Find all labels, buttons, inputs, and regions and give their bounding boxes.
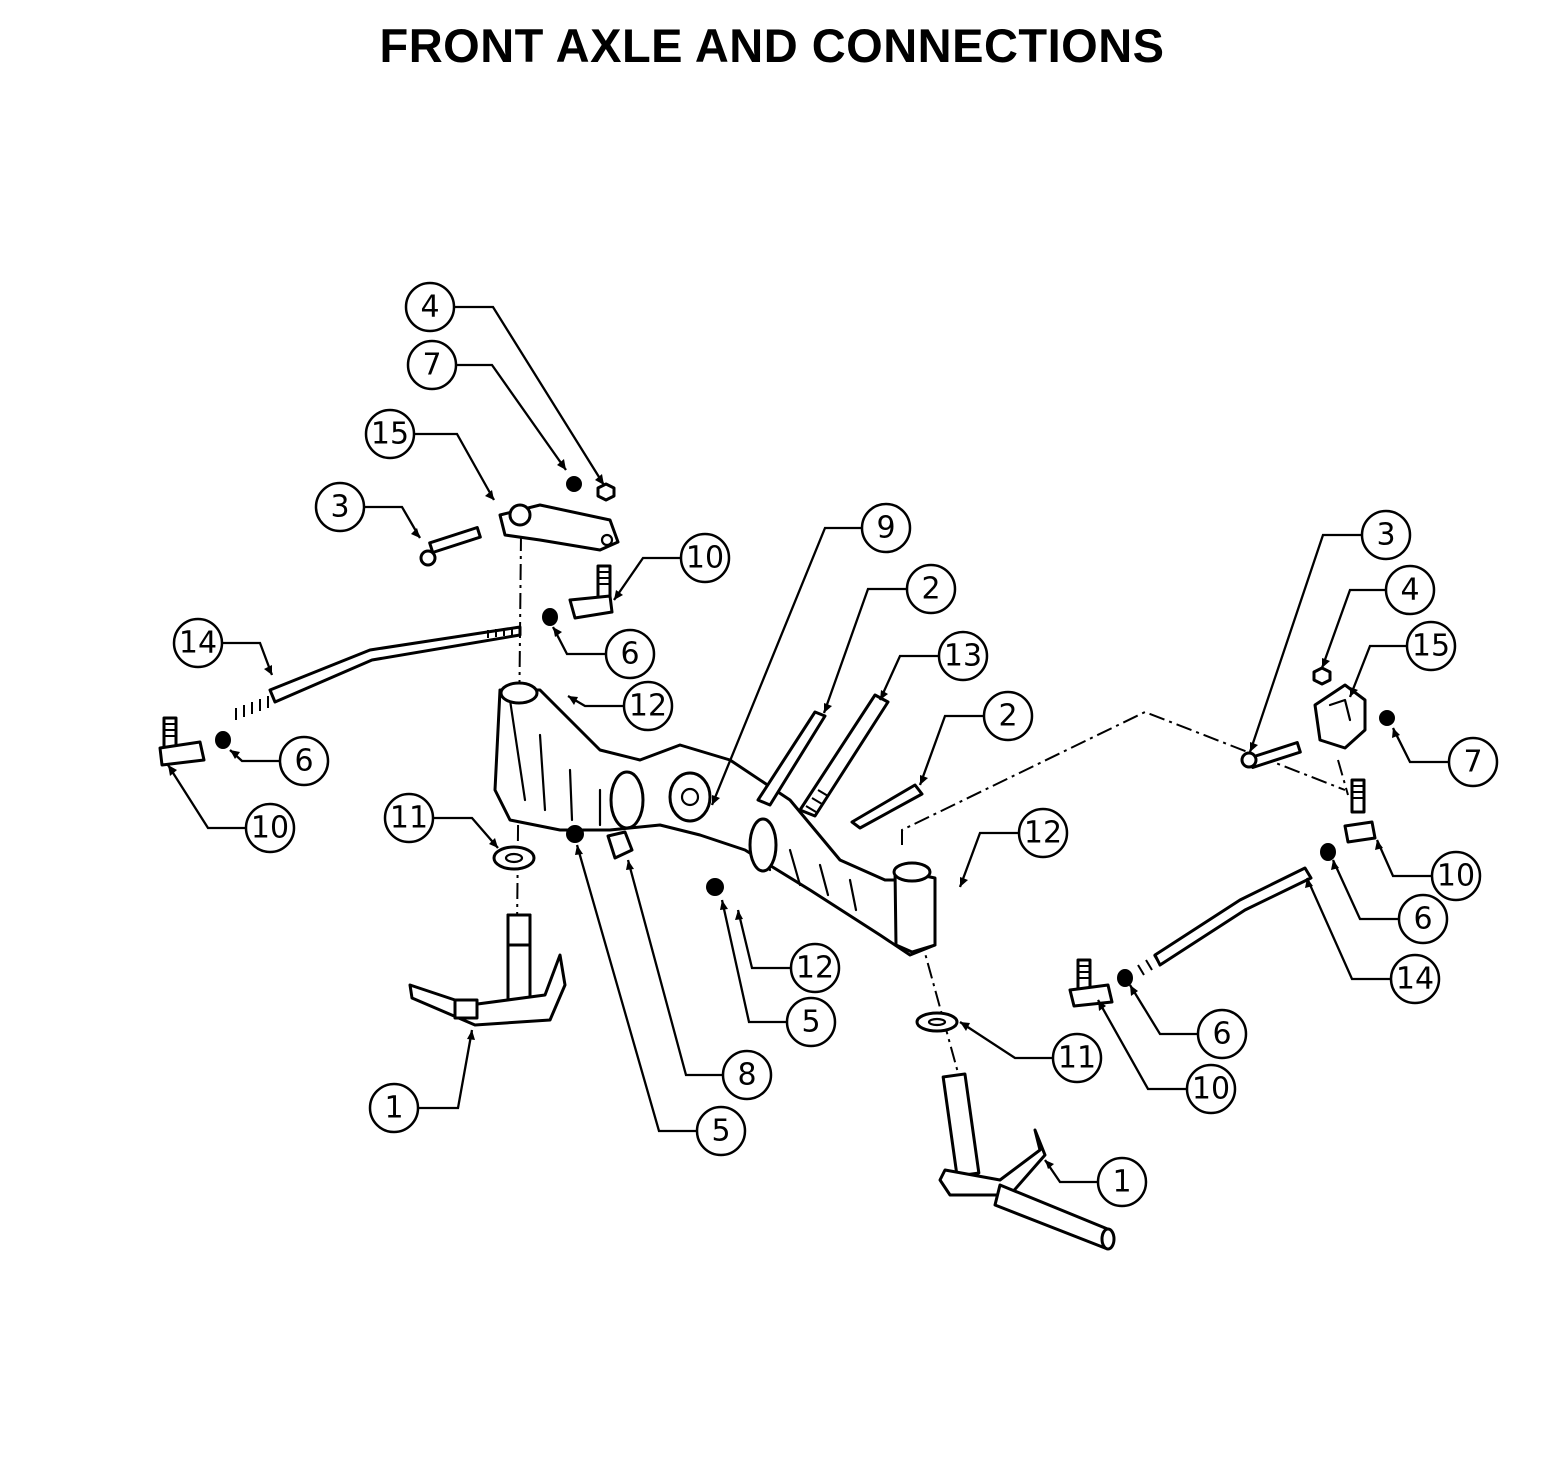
callout-2-upper: 2 [905,563,957,615]
callout-6-right-upper: 6 [1397,893,1449,945]
ball-joint-right [1320,778,1377,861]
axle-beam [493,681,937,957]
callout-7-left: 7 [406,339,458,391]
drag-link-right [1137,866,1313,976]
callout-label: 12 [1024,816,1062,851]
callout-label: 10 [1437,859,1475,894]
callout-label: 6 [620,637,639,672]
callout-9: 9 [860,502,912,554]
callout-3-left: 3 [314,481,366,533]
callout-label: 8 [737,1058,756,1093]
callout-12-upper: 12 [622,680,674,732]
callout-1-right: 1 [1096,1156,1148,1208]
spindle-left [408,913,567,1027]
callout-12-right: 12 [1017,807,1069,859]
callout-7-right: 7 [1447,736,1499,788]
callout-15-right: 15 [1405,620,1457,672]
callout-2-lower: 2 [982,690,1034,742]
tie-rod-end-left [158,716,231,767]
callout-3-right: 3 [1360,509,1412,561]
callout-14-right: 14 [1389,953,1441,1005]
bushings [566,825,724,896]
page-title: FRONT AXLE AND CONNECTIONS [379,19,1165,72]
callout-label: 6 [1413,902,1432,937]
callout-label: 11 [390,801,428,836]
callout-label: 13 [944,639,982,674]
callout-label: 4 [420,290,439,325]
callout-label: 6 [294,744,313,779]
callout-5-outer: 5 [695,1105,747,1157]
callout-label: 2 [998,699,1017,734]
leader-lines [167,305,1449,1184]
callout-label: 12 [796,951,834,986]
callouts: 1 1 2 2 3 3 4 4 5 5 6 6 6 6 7 7 8 9 10 1… [172,281,1499,1208]
callout-label: 10 [686,541,724,576]
callout-10-right-upper: 10 [1430,850,1482,902]
callout-11-right: 11 [1051,1032,1103,1084]
steering-arm-right [1240,666,1395,769]
callout-label: 5 [801,1005,820,1040]
callout-label: 14 [179,626,217,661]
callout-10-left: 10 [244,802,296,854]
callout-label: 2 [921,572,940,607]
callout-label: 15 [1412,629,1450,664]
washer-right [915,1011,959,1033]
callout-label: 10 [251,811,289,846]
callout-13: 13 [937,630,989,682]
callout-label: 9 [876,511,895,546]
callout-10-right-lower: 10 [1185,1063,1237,1115]
callout-8: 8 [721,1049,773,1101]
callout-11-left: 11 [383,792,435,844]
callout-label: 12 [629,689,667,724]
callout-label: 14 [1396,962,1434,997]
callout-label: 3 [330,490,349,525]
tie-rod-end-right [1068,958,1133,1008]
callout-label: 15 [371,417,409,452]
callout-label: 10 [1192,1072,1230,1107]
washer-left [492,845,536,871]
spindle-right [938,1072,1116,1251]
callout-label: 6 [1212,1017,1231,1052]
callout-label: 11 [1058,1041,1096,1076]
ball-joint-upper-left [542,564,614,626]
drag-link-left [235,625,522,720]
callout-label: 4 [1400,573,1419,608]
callout-5-inner: 5 [785,996,837,1048]
callout-label: 1 [384,1091,403,1126]
callout-label: 7 [422,348,441,383]
callout-15-left: 15 [364,408,416,460]
callout-4-right: 4 [1384,564,1436,616]
callout-14-left: 14 [172,617,224,669]
axle-bolts [756,693,924,830]
callout-6-upper: 6 [604,628,656,680]
callout-label: 1 [1112,1165,1131,1200]
callout-6-left: 6 [278,735,330,787]
callout-label: 3 [1376,518,1395,553]
callout-1-left: 1 [368,1082,420,1134]
steering-arm-left [419,476,620,567]
callout-12-mid: 12 [789,942,841,994]
callout-4-left: 4 [404,281,456,333]
callout-label: 5 [711,1114,730,1149]
callout-label: 7 [1463,745,1482,780]
callout-6-right-lower: 6 [1196,1008,1248,1060]
callout-10-upper: 10 [679,532,731,584]
